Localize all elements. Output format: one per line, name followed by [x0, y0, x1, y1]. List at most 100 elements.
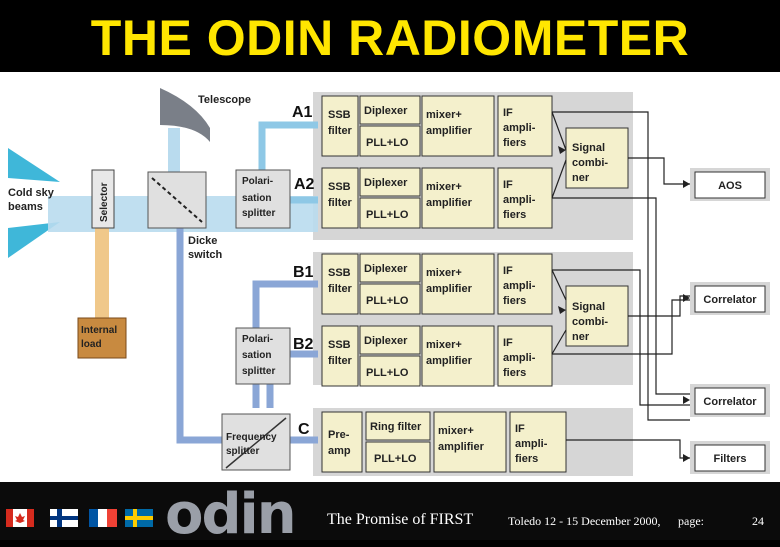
mixer-label-1-c: mixer+ [438, 425, 474, 437]
ssb-label-1-a2: SSB [328, 181, 351, 193]
cold-sky-beam-lower [8, 222, 60, 258]
channel-a1: A1 [292, 104, 313, 121]
if-label-2-a2: ampli- [503, 194, 536, 206]
ssb-filter-b2 [321, 325, 359, 387]
diplexer-label-a2: Diplexer [364, 177, 408, 189]
diplexer-a1 [359, 95, 421, 125]
combiner-b-label-3: ner [572, 331, 590, 343]
pll-lo-b2 [359, 355, 421, 387]
preamp-c [321, 411, 363, 473]
freq-label-1: Frequency [226, 432, 277, 443]
if-label-1-b2: IF [503, 337, 513, 349]
if-label-3-c: fiers [515, 453, 538, 465]
diplexer-b1 [359, 253, 421, 283]
preamp-label-2: amp [328, 445, 351, 457]
if-label-1-c: IF [515, 423, 525, 435]
mixer-b1 [421, 253, 495, 315]
ring-filter-label: Ring filter [370, 421, 422, 433]
mixer-label-2-a2: amplifier [426, 197, 473, 209]
beam-line-dicke [176, 226, 222, 444]
ssb-filter-b1 [321, 253, 359, 315]
telescope-label: Telescope [198, 94, 251, 106]
telescope-mirror [160, 88, 210, 142]
internal-load-box [77, 317, 127, 359]
footer-event: Toledo 12 - 15 December 2000, [508, 514, 661, 528]
output-correlator-2-label: Correlator [703, 396, 757, 408]
if-label-3-a2: fiers [503, 209, 526, 221]
ssb-label-2-a2: filter [328, 197, 353, 209]
combiner-a-label-2: combi- [572, 157, 608, 169]
footer-page-number: 24 [752, 514, 764, 528]
ssb-label-1-a1: SSB [328, 109, 351, 121]
pol-b-label-2: sation [242, 350, 271, 361]
ssb-filter-a2 [321, 167, 359, 229]
combiner-b-box [565, 285, 629, 347]
pol-a-label-1: Polari- [242, 176, 273, 187]
channel-c: C [298, 421, 310, 438]
mixer-c [433, 411, 507, 473]
preamp-label-1: Pre- [328, 429, 350, 441]
sweden-flag [125, 509, 153, 527]
if-label-3-b2: fiers [503, 367, 526, 379]
mixer-b2 [421, 325, 495, 387]
internal-load-label-2: load [81, 339, 102, 350]
mixer-label-2-b1: amplifier [426, 283, 473, 295]
pll-lo-a2 [359, 197, 421, 229]
footer-page-label: page: [678, 514, 704, 528]
if-label-1-a1: IF [503, 107, 513, 119]
channel-a2: A2 [294, 176, 315, 193]
pll-lo-b1 [359, 283, 421, 315]
if-label-3-a1: fiers [503, 137, 526, 149]
diplexer-b2 [359, 325, 421, 355]
cold-sky-label-2: beams [8, 201, 43, 213]
ssb-label-1-b2: SSB [328, 339, 351, 351]
channel-b2: B2 [293, 336, 314, 353]
pll-lo-c [365, 441, 431, 473]
footer-title: The Promise of FIRST [327, 511, 474, 528]
mixer-label-1-a2: mixer+ [426, 181, 462, 193]
mixer-label-1-b2: mixer+ [426, 339, 462, 351]
output-filters-box [694, 444, 766, 472]
diplexer-label-b2: Diplexer [364, 335, 408, 347]
pol-a-label-2: sation [242, 193, 271, 204]
ssb-label-2-b1: filter [328, 283, 353, 295]
selector-box [91, 169, 115, 229]
if-label-2-a1: ampli- [503, 122, 536, 134]
pol-splitter-a-box [235, 169, 291, 229]
dicke-label-2: switch [188, 249, 223, 261]
mixer-label-2-b2: amplifier [426, 355, 473, 367]
output-correlator-1-box [694, 285, 766, 313]
if-label-1-b1: IF [503, 265, 513, 277]
if-amp-b2 [497, 325, 553, 387]
ssb-label-2-b2: filter [328, 355, 353, 367]
if-label-1-a2: IF [503, 179, 513, 191]
mixer-a1 [421, 95, 495, 157]
if-amp-c [509, 411, 567, 473]
ssb-label-1-b1: SSB [328, 267, 351, 279]
pol-b-label-3: splitter [242, 366, 275, 377]
pol-b-label-1: Polari- [242, 334, 273, 345]
mixer-label-2-a1: amplifier [426, 125, 473, 137]
cold-sky-label-1: Cold sky [8, 187, 55, 199]
pol-a-label-3: splitter [242, 208, 275, 219]
output-aos-box [694, 171, 766, 199]
if-amp-b1 [497, 253, 553, 315]
page-title: THE ODIN RADIOMETER [90, 10, 690, 66]
diplexer-a2 [359, 167, 421, 197]
channel-b1: B1 [293, 264, 314, 281]
dicke-switch-box [147, 171, 207, 229]
dicke-label-1: Dicke [188, 235, 217, 247]
selector-label: Selector [99, 182, 110, 222]
pol-splitter-b-box [235, 327, 291, 385]
output-correlator-1-label: Correlator [703, 294, 757, 306]
combiner-b-label-2: combi- [572, 316, 608, 328]
pll-lo-a1 [359, 125, 421, 157]
ring-filter-c [365, 411, 431, 441]
finland-flag [50, 509, 78, 527]
if-label-2-b1: ampli- [503, 280, 536, 292]
mixer-label-1-b1: mixer+ [426, 267, 462, 279]
combiner-a-label-1: Signal [572, 142, 605, 154]
if-amp-a1 [497, 95, 553, 157]
freq-label-2: splitter [226, 446, 259, 457]
output-correlator-2-box [694, 387, 766, 415]
